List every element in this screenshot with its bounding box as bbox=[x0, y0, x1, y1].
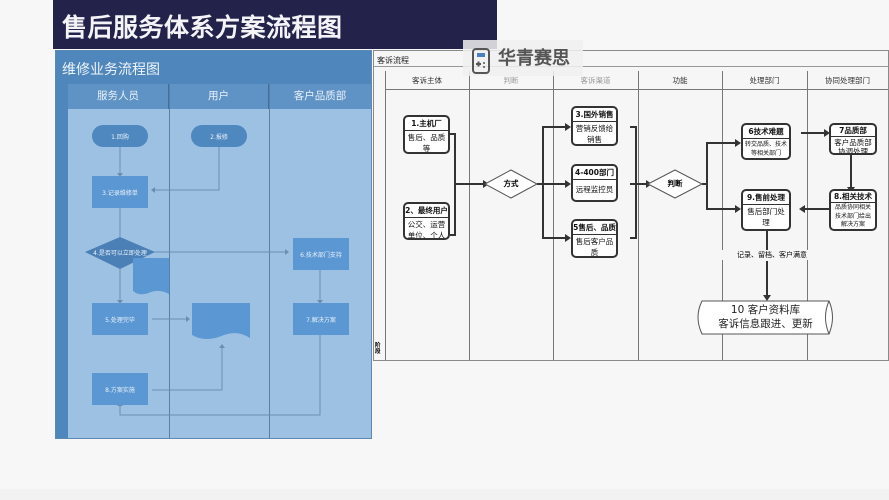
left-diagram-panel: 维修业务流程图 服务人员 用户 客户品质部 bbox=[55, 50, 372, 439]
decision-diamond-shape bbox=[85, 237, 155, 269]
node-oem-head: 1.主机厂 bbox=[405, 117, 448, 131]
column-divider bbox=[385, 71, 386, 360]
column-header-coop-dept: 协同处理部门 bbox=[807, 71, 888, 90]
right-connectors bbox=[450, 123, 855, 335]
node-related-tech-head: 8.相关技术 bbox=[831, 191, 875, 203]
record-note: 记录、留档、客户满意 bbox=[722, 250, 822, 260]
node-aftersales-quality-body: 售后客户品质 bbox=[575, 237, 614, 257]
node-oem: 1.主机厂 售后、品质等 bbox=[403, 115, 450, 154]
flow-node-implement: 8.方案实施 bbox=[92, 373, 148, 405]
flow-node-decision: 4.是否可以立即处理 bbox=[93, 249, 147, 257]
column-divider bbox=[807, 71, 808, 360]
lane-header-service-staff: 服务人员 bbox=[68, 84, 169, 109]
node-presales-head: 9.售前处理 bbox=[743, 191, 789, 205]
decision-label-judge: 判断 bbox=[667, 179, 683, 188]
decision-label-method: 方式 bbox=[503, 179, 519, 188]
node-400-dept: 4-400部门 远程监控员 bbox=[571, 164, 618, 202]
node-overseas-sales-head: 3.国外销售 bbox=[573, 108, 616, 122]
flow-node-tech-support: 6.技术部门支持 bbox=[293, 238, 349, 270]
title-banner bbox=[53, 0, 497, 49]
document-shape bbox=[192, 303, 250, 339]
flow-node-record-order: 3.记录维修单 bbox=[92, 176, 148, 208]
node-tech-problem: 6技术难题 转交品质、技术等相关部门 bbox=[741, 123, 791, 160]
node-related-tech: 8.相关技术 品质协同相关技术部门给出解决方案 bbox=[829, 189, 877, 231]
flow-node-report-repair: 2.报修 bbox=[191, 125, 247, 147]
column-divider bbox=[722, 71, 723, 360]
page-title: 售后服务体系方案流程图 bbox=[62, 13, 343, 42]
title-divider bbox=[374, 66, 888, 67]
node-quality-dept-body: 客户品质部协调处理 bbox=[834, 138, 872, 155]
decision-diamond-method bbox=[483, 169, 539, 199]
column-header-judge: 判断 bbox=[469, 71, 553, 90]
lane-header-quality-dept: 客户品质部 bbox=[269, 84, 371, 109]
left-diagram-title: 维修业务流程图 bbox=[62, 62, 160, 78]
column-divider bbox=[553, 71, 554, 360]
left-connectors bbox=[85, 147, 323, 416]
node-oem-body: 售后、品质等 bbox=[407, 133, 446, 153]
node-quality-dept-head: 7品质部 bbox=[831, 125, 875, 137]
node-end-user-head: 2、最终用户 bbox=[405, 204, 448, 218]
node-end-user-body: 公交、运营单位、个人 bbox=[407, 220, 446, 240]
flow-node-solution: 7.解决方案 bbox=[293, 303, 349, 335]
column-header-function: 功能 bbox=[638, 71, 722, 90]
bottom-strip bbox=[0, 489, 889, 500]
column-header-complaint-subject: 客诉主体 bbox=[385, 71, 469, 90]
database-title: 10 客户资料库 bbox=[730, 304, 801, 316]
node-400-dept-body: 远程监控员 bbox=[575, 185, 614, 194]
node-overseas-sales: 3.国外销售 营销反馈给销售 bbox=[571, 106, 618, 146]
node-aftersales-quality-head: 5售后、品质 bbox=[573, 221, 616, 235]
node-tech-problem-head: 6技术难题 bbox=[743, 125, 789, 139]
watermark-text: 华青赛思 bbox=[498, 48, 570, 69]
left-diagram-header bbox=[56, 51, 371, 84]
stage-label: 阶段 bbox=[375, 343, 381, 355]
column-header-handling-dept: 处理部门 bbox=[722, 71, 807, 90]
node-tech-problem-body: 转交品质、技术等相关部门 bbox=[745, 141, 788, 157]
column-divider bbox=[469, 71, 470, 360]
flow-node-done: 5.处理完毕 bbox=[92, 303, 148, 335]
left-diagram-sidebar bbox=[56, 84, 68, 438]
node-400-dept-head: 4-400部门 bbox=[573, 166, 616, 180]
gamepad-icon bbox=[472, 48, 490, 74]
right-diagram-title: 客诉流程 bbox=[377, 56, 409, 65]
document-shape bbox=[133, 258, 169, 295]
column-divider bbox=[638, 71, 639, 360]
lane-divider bbox=[269, 84, 270, 438]
right-diagram-panel: 客诉流程 客诉主体 判断 客诉渠道 功能 处理部门 协同处理部门 阶段 bbox=[373, 50, 889, 361]
decision-diamond-judge bbox=[646, 169, 704, 199]
node-end-user: 2、最终用户 公交、运营单位、个人 bbox=[403, 202, 450, 240]
node-related-tech-body: 品质协同相关技术部门给出解决方案 bbox=[834, 204, 871, 228]
node-quality-dept: 7品质部 客户品质部协调处理 bbox=[829, 123, 877, 155]
database-subtitle: 客诉信息跟进、更新 bbox=[718, 318, 813, 330]
node-presales: 9.售前处理 售后部门处理 bbox=[741, 189, 791, 231]
customer-database: 10 客户资料库 客诉信息跟进、更新 bbox=[702, 303, 829, 331]
watermark-backdrop bbox=[463, 40, 583, 76]
node-overseas-sales-body: 营销反馈给销售 bbox=[575, 124, 614, 144]
lane-divider bbox=[169, 84, 170, 438]
lane-header-user: 用户 bbox=[169, 84, 269, 109]
column-header-channel: 客诉渠道 bbox=[553, 71, 638, 90]
node-aftersales-quality: 5售后、品质 售后客户品质 bbox=[571, 219, 618, 258]
flow-node-repurchase: 1.回购 bbox=[92, 125, 148, 147]
node-presales-body: 售后部门处理 bbox=[747, 207, 785, 227]
